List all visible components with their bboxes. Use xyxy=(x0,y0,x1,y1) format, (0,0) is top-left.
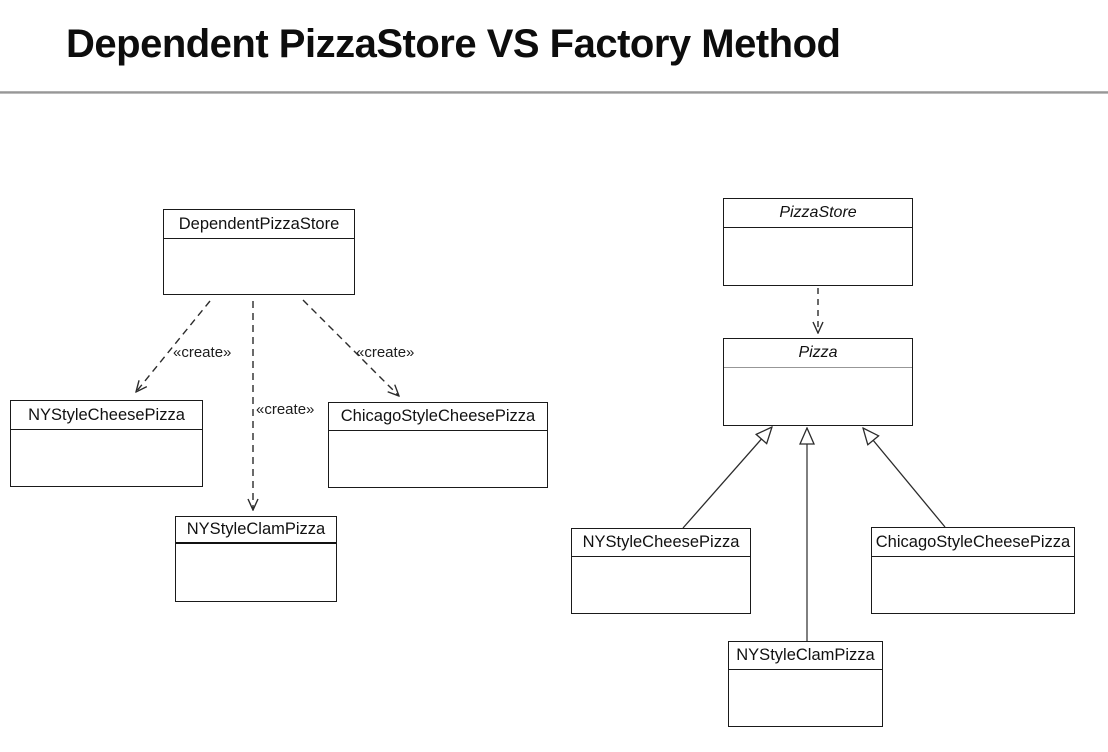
class-name: DependentPizzaStore xyxy=(164,210,354,239)
create-stereotype-label: «create» xyxy=(173,344,232,361)
class-box-right-chicagostylecheesepizza: ChicagoStyleCheesePizza xyxy=(871,527,1075,614)
create-stereotype-label: «create» xyxy=(356,344,415,361)
class-name: PizzaStore xyxy=(724,199,912,228)
class-name: ChicagoStyleCheesePizza xyxy=(329,403,547,431)
class-box-right-nystylecheesepizza: NYStyleCheesePizza xyxy=(571,528,751,614)
class-box-left-nystylecheesepizza: NYStyleCheesePizza xyxy=(10,400,203,487)
class-box-right-nystyleclampizza: NYStyleClamPizza xyxy=(728,641,883,727)
class-box-left-nystyleclampizza: NYStyleClamPizza xyxy=(175,516,337,602)
class-name: NYStyleClamPizza xyxy=(176,517,336,544)
generalization-nycheese-to-pizza xyxy=(682,427,772,529)
page-title: Dependent PizzaStore VS Factory Method xyxy=(66,22,841,66)
class-name: NYStyleCheesePizza xyxy=(572,529,750,557)
generalization-chicheese-to-pizza xyxy=(863,428,946,528)
class-box-pizzastore-abstract: PizzaStore xyxy=(723,198,913,286)
class-box-pizza-abstract: Pizza xyxy=(723,338,913,426)
class-name: NYStyleClamPizza xyxy=(729,642,882,670)
class-name: ChicagoStyleCheesePizza xyxy=(872,528,1074,557)
class-box-left-chicagostylecheesepizza: ChicagoStyleCheesePizza xyxy=(328,402,548,488)
create-stereotype-label: «create» xyxy=(256,401,315,418)
class-name: NYStyleCheesePizza xyxy=(11,401,202,430)
class-box-dependent-pizzastore: DependentPizzaStore xyxy=(163,209,355,295)
title-divider-rule xyxy=(0,91,1108,94)
class-name: Pizza xyxy=(724,339,912,368)
